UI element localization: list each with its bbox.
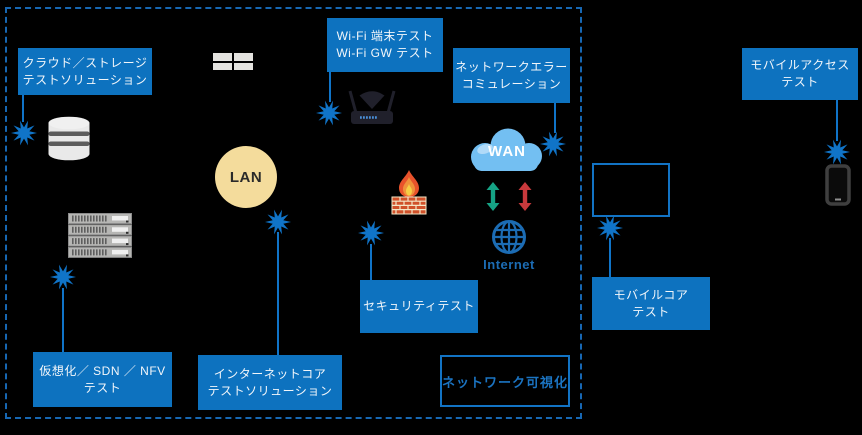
- connector-line: [836, 100, 838, 141]
- label-line: テスト: [632, 304, 670, 319]
- label-line: ネットワークエラー: [455, 59, 568, 74]
- label-line: 仮想化／ SDN ／ NFV: [39, 363, 166, 378]
- connector-line: [22, 95, 24, 122]
- wan-node: WAN: [464, 126, 550, 176]
- lan-node: LAN: [215, 146, 277, 208]
- label-line: モバイルアクセス: [750, 58, 850, 72]
- burst-icon: [824, 139, 850, 165]
- label-security-test: セキュリティテスト: [360, 280, 478, 333]
- label-line: テストソリューション: [207, 383, 333, 398]
- smartphone-icon: [825, 164, 851, 206]
- label-mobile-core-test: モバイルコア テスト: [592, 277, 710, 330]
- connector-line: [370, 244, 372, 280]
- connector-line: [277, 232, 279, 355]
- label-line: テストソリューション: [22, 72, 148, 87]
- label-network-error-emulation: ネットワークエラー コミュレーション: [453, 48, 570, 103]
- monitor-outline-icon: [592, 163, 670, 217]
- label-line: Wi-Fi 端末テスト: [336, 29, 434, 43]
- label-line: テスト: [781, 75, 819, 89]
- label-internet-core-test: インターネットコア テストソリューション: [198, 355, 342, 410]
- label-mobile-access-test: モバイルアクセス テスト: [742, 48, 858, 100]
- database-icon: [48, 116, 90, 161]
- label-line: ネットワーク可視化: [442, 374, 569, 390]
- label-line: セキュリティテスト: [363, 299, 475, 313]
- firewall-icon: [391, 170, 427, 215]
- connector-line: [554, 103, 556, 133]
- label-network-visualization: ネットワーク可視化: [440, 355, 570, 407]
- label-line: モバイルコア: [613, 287, 689, 302]
- wifi-router-icon: [348, 90, 396, 124]
- lan-label: LAN: [229, 168, 263, 186]
- connector-line: [609, 238, 611, 277]
- four-tiles-icon: [213, 53, 253, 70]
- wan-cloud-icon: [471, 128, 542, 171]
- internet-label: Internet: [483, 257, 535, 272]
- connector-line: [329, 72, 331, 102]
- internet-globe-icon: [492, 220, 526, 254]
- dashed-boundary: [5, 7, 582, 419]
- up-down-arrow-green-icon: [486, 182, 500, 211]
- up-down-arrow-red-icon: [518, 182, 532, 211]
- label-line: Wi-Fi GW テスト: [336, 46, 434, 60]
- server-rack-icon: [68, 213, 132, 258]
- label-line: クラウド／ストレージ: [22, 55, 148, 70]
- label-cloud-storage-test: クラウド／ストレージ テストソリューション: [18, 48, 152, 95]
- label-virtualization-test: 仮想化／ SDN ／ NFV テスト: [33, 352, 172, 407]
- label-line: コミュレーション: [461, 76, 562, 91]
- label-line: テスト: [83, 380, 122, 395]
- wan-label: WAN: [488, 143, 526, 160]
- label-line: インターネットコア: [213, 366, 327, 381]
- label-wifi-test: Wi-Fi 端末テスト Wi-Fi GW テスト: [327, 18, 443, 72]
- connector-line: [62, 288, 64, 352]
